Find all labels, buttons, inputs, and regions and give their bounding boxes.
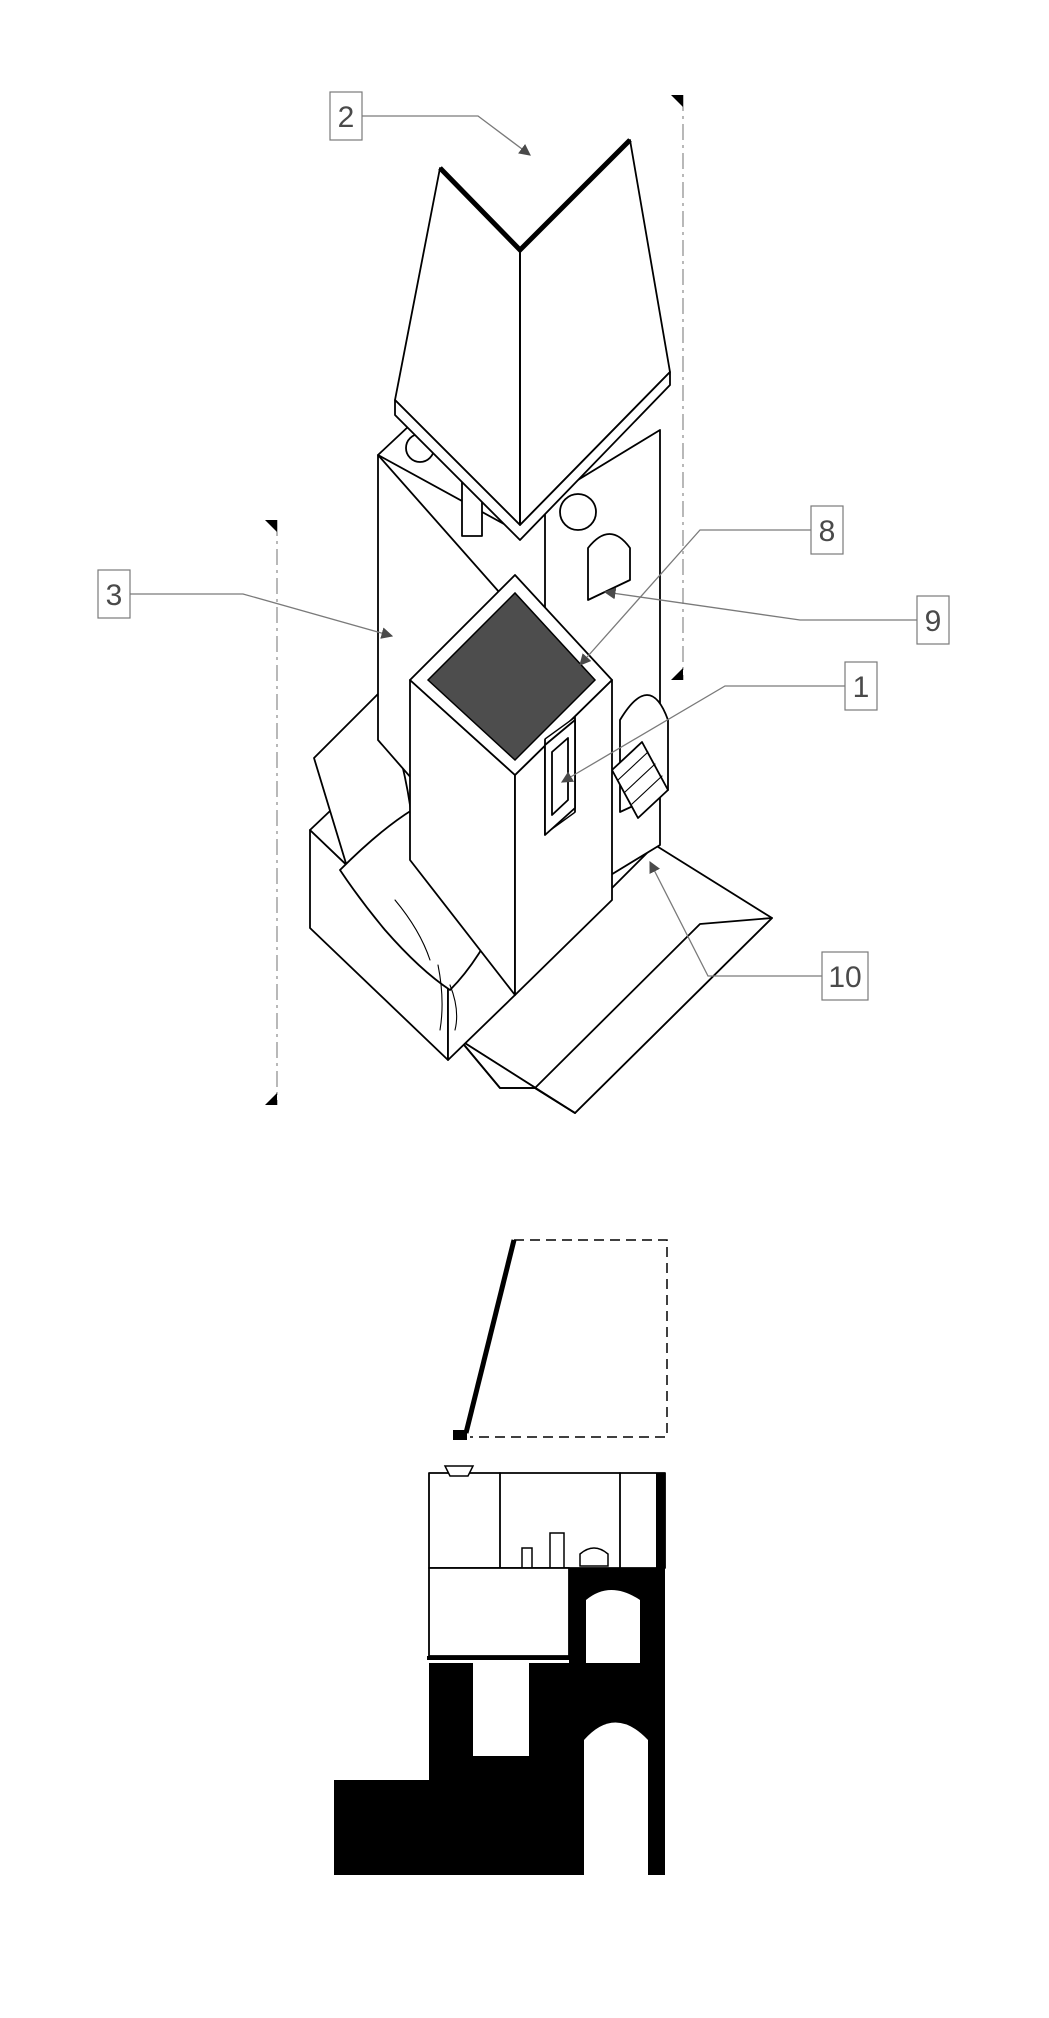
callout-2: 2 xyxy=(329,91,531,156)
callout-3: 3 xyxy=(97,569,394,639)
upper-shelf-storey xyxy=(428,1465,666,1663)
callout-9-label: 9 xyxy=(925,605,942,638)
ground-platform xyxy=(459,844,773,1114)
axonometric-view xyxy=(265,95,773,1114)
section-cut-line-left xyxy=(265,520,278,1105)
callout-1-label: 1 xyxy=(853,671,870,704)
front-tower xyxy=(409,574,613,996)
callout-8-label: 8 xyxy=(819,515,836,548)
callout-9: 9 xyxy=(603,587,950,645)
callout-3-label: 3 xyxy=(106,579,123,612)
callout-2-label: 2 xyxy=(338,101,355,134)
callout-8: 8 xyxy=(579,505,844,666)
callout-10: 10 xyxy=(649,860,869,1001)
callout-1: 1 xyxy=(560,661,878,783)
callouts: 2 3 8 9 1 10 xyxy=(97,91,950,1001)
section-view xyxy=(334,1239,668,1875)
section-cut-line-right xyxy=(671,95,684,680)
skylight-opening xyxy=(426,591,597,762)
lower-storey xyxy=(334,1663,665,1875)
middle-storey xyxy=(427,1567,665,1663)
folded-roof xyxy=(394,138,671,541)
callout-10-label: 10 xyxy=(828,961,861,994)
